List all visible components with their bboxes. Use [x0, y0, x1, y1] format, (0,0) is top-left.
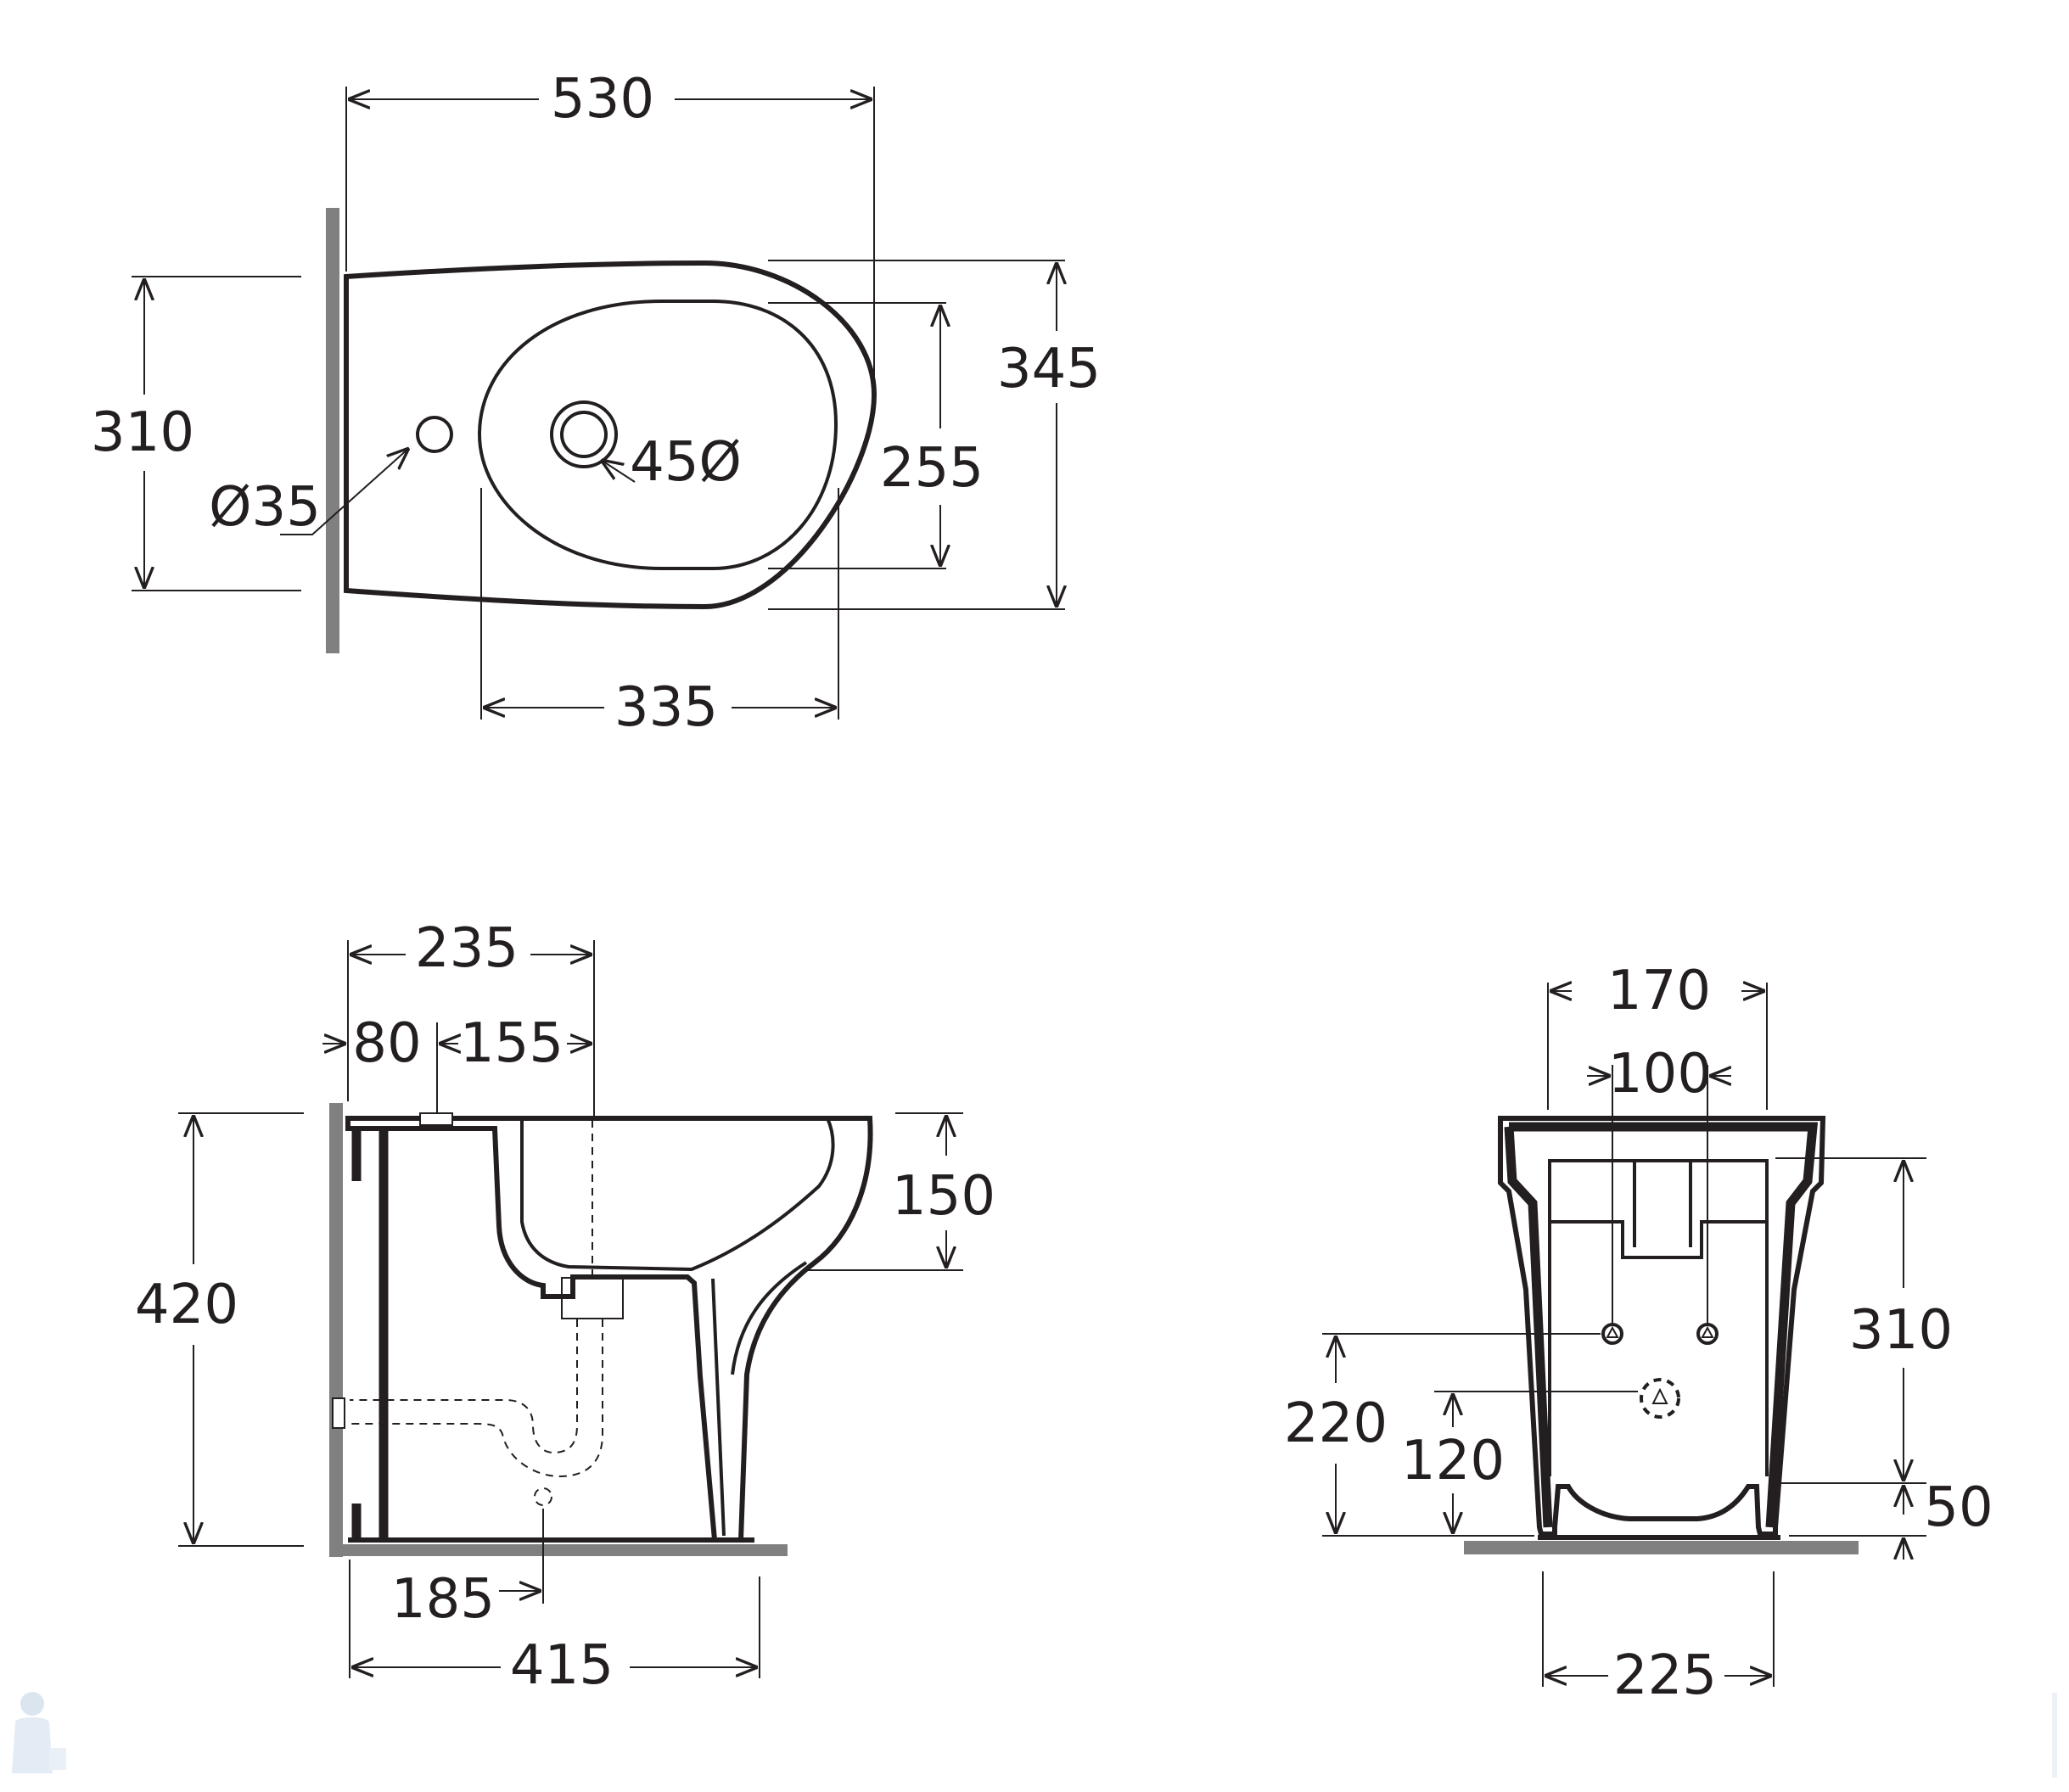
- side-view-wall-panel: [351, 1128, 389, 1540]
- drain-outer-icon: [550, 400, 618, 468]
- rear-view-bowl-inner: [1548, 1159, 1769, 1476]
- dim-overall-width: 310: [91, 401, 194, 464]
- top-view-wall: [326, 208, 339, 653]
- rear-view: 170 100 220 120 310 50 225: [1284, 960, 1993, 1707]
- dim-foot-length: 415: [510, 1634, 614, 1697]
- dim-wall-to-tap-hole: 80: [352, 1012, 421, 1075]
- dim-outlet-height: 120: [1401, 1430, 1505, 1492]
- dim-frame-height: 310: [1849, 1299, 1953, 1362]
- dim-overall-length: 530: [551, 68, 654, 131]
- top-view: 530 310 345 255 335 Ø35 45Ø: [91, 68, 1101, 739]
- dim-base-height: 50: [1924, 1476, 1993, 1539]
- dim-top-width: 170: [1607, 960, 1711, 1022]
- top-view-bowl: [477, 300, 838, 570]
- dim-tap-hole-to-drain: 155: [460, 1012, 564, 1075]
- dim-bowl-width: 255: [880, 437, 984, 500]
- rear-view-floor: [1464, 1541, 1859, 1554]
- side-view-waste-pipe: [350, 1319, 603, 1478]
- side-view-bowl-inner: [520, 1117, 835, 1272]
- floor-outlet-icon: [534, 1487, 552, 1506]
- inlet-left-icon: [1601, 1323, 1623, 1345]
- rear-view-inner-frame: [1504, 1122, 1819, 1528]
- top-view-outline: [344, 260, 878, 610]
- wall-connector: [332, 1397, 345, 1429]
- tap-hole-cap: [419, 1112, 453, 1126]
- dim-floor-outlet-offset: 185: [391, 1568, 495, 1631]
- rear-view-outer-frame: [1498, 1116, 1826, 1537]
- dim-rear-width: 345: [997, 338, 1101, 400]
- side-view: 235 80 155 420 150 185 415: [135, 917, 995, 1697]
- dim-foot-width: 225: [1613, 1644, 1717, 1707]
- side-view-floor: [329, 1544, 788, 1556]
- side-view-leg: [711, 1261, 808, 1537]
- dim-bowl-depth: 150: [892, 1165, 995, 1228]
- dim-tap-hole-diameter: Ø35: [209, 476, 321, 539]
- dim-wall-to-drain: 235: [415, 917, 519, 980]
- dim-overall-height: 420: [135, 1274, 238, 1336]
- dim-bowl-length: 335: [614, 676, 718, 739]
- dim-drain-diameter: 45Ø: [630, 431, 742, 494]
- outlet-icon: [1640, 1378, 1680, 1419]
- watermark-side-text: [2052, 1693, 2057, 1778]
- side-view-trap: [561, 1277, 624, 1319]
- watermark-logo: [12, 1692, 66, 1773]
- tap-hole-icon: [416, 416, 453, 453]
- dim-inlet-height: 220: [1284, 1392, 1388, 1455]
- side-view-wall: [329, 1103, 343, 1557]
- inlet-right-icon: [1696, 1323, 1719, 1345]
- drain-inner-icon: [560, 411, 608, 458]
- side-view-body: [345, 1116, 873, 1543]
- dim-inlet-spacing: 100: [1608, 1043, 1712, 1106]
